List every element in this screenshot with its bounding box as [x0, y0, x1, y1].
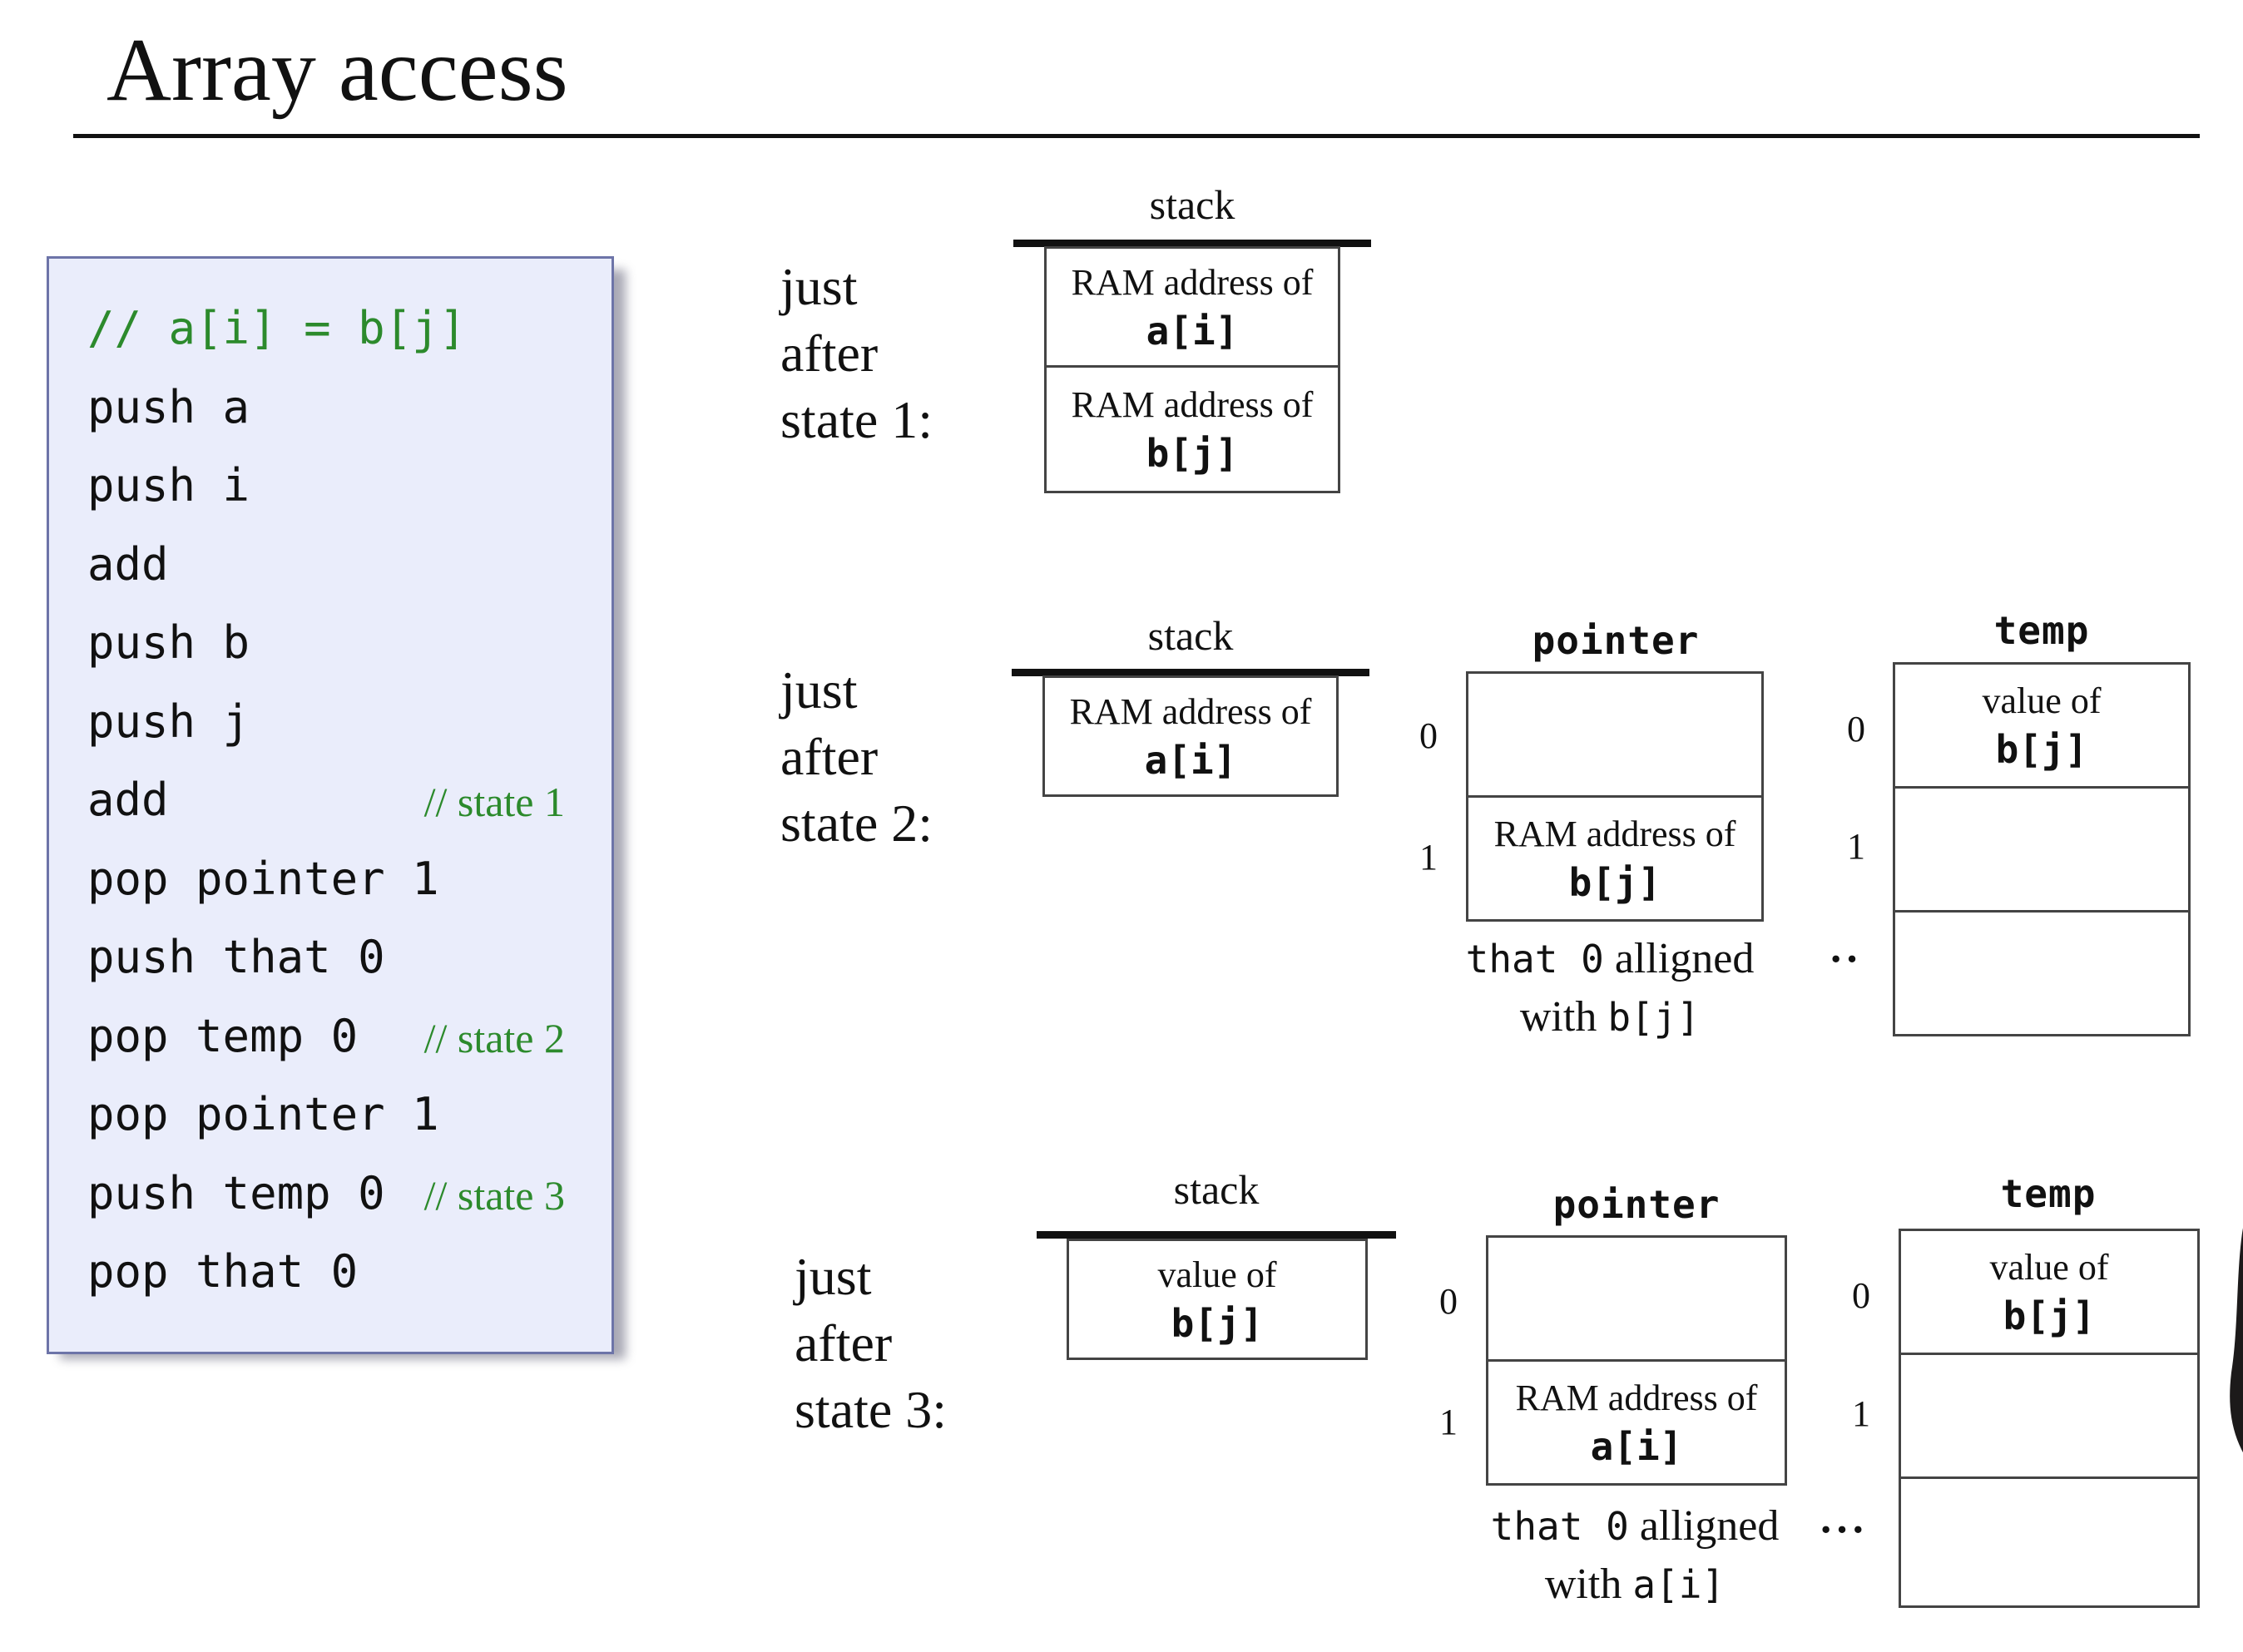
state3-stack-cell-0: value of b[j]	[1067, 1239, 1368, 1360]
state1-stack-cell-0: RAM address of a[i]	[1044, 246, 1340, 368]
cell-value: b[j]	[1995, 727, 2088, 772]
code-line: pop temp 0	[87, 1009, 359, 1062]
state3-temp-ellipsis: ···	[1819, 1506, 1868, 1554]
state2-pointer-cell-1: RAM address of b[j]	[1466, 795, 1764, 922]
state3-temp-cell-1	[1899, 1353, 2200, 1479]
state2-pointer-index-0: 0	[1419, 715, 1438, 756]
state3-stack-title: stack	[1173, 1166, 1260, 1213]
cell-value: a[i]	[1146, 309, 1239, 354]
state2-stack-top-bar	[1012, 669, 1369, 676]
cell-label: RAM address of	[1069, 691, 1312, 732]
cell-value: a[i]	[1144, 738, 1237, 783]
state3-label-line2: after	[795, 1313, 893, 1373]
state2-label-line3: state 2:	[780, 794, 933, 853]
caption-code: that 0	[1465, 937, 1604, 982]
caption-text: with	[1519, 993, 1608, 1041]
state2-label-line2: after	[780, 727, 879, 786]
cell-label: RAM address of	[1071, 262, 1314, 303]
cell-label: RAM address of	[1515, 1377, 1758, 1418]
state3-stack-top-bar	[1037, 1231, 1396, 1239]
state2-pointer-caption-line2: with b[j]	[1414, 988, 1805, 1046]
state1-label-line1: just	[780, 257, 858, 316]
state-annotation-comment: // state 1	[423, 779, 565, 825]
code-line: push i	[87, 459, 250, 512]
caption-text: alligned	[1628, 1502, 1780, 1550]
cell-label: RAM address of	[1071, 384, 1314, 425]
state3-temp-cell-0: value of b[j]	[1899, 1229, 2200, 1355]
state-annotation-comment: // state 3	[423, 1171, 565, 1219]
cell-value: b[j]	[1568, 860, 1661, 905]
title-divider	[73, 134, 2200, 138]
code-comment-line: // a[i] = b[j]	[87, 302, 467, 354]
state2-temp-cell-0: value of b[j]	[1893, 662, 2191, 789]
caption-code: a[i]	[1632, 1562, 1726, 1607]
state2-pointer-caption-line1: that 0 alligned	[1414, 930, 1805, 988]
caption-text: with	[1544, 1560, 1633, 1608]
state3-temp-index-1: 1	[1852, 1393, 1870, 1434]
state2-temp-title: temp	[1993, 608, 2090, 653]
cell-value: a[i]	[1590, 1424, 1683, 1469]
state3-pointer-cell-1: RAM address of a[i]	[1486, 1359, 1787, 1486]
state2-temp-ellipsis: ··	[1829, 936, 1861, 983]
cell-label: value of	[1989, 1247, 2109, 1288]
code-line: push temp 0	[87, 1166, 385, 1219]
state1-label-line3: state 1:	[780, 390, 933, 449]
caption-text: alligned	[1603, 935, 1755, 982]
state1-label-line2: after	[780, 324, 879, 383]
state2-temp-cell-2	[1893, 910, 2191, 1036]
state2-pointer-cell-0	[1466, 671, 1764, 798]
state3-pointer-caption-line2: with a[i]	[1439, 1556, 1830, 1614]
code-line: add	[87, 774, 169, 826]
code-line: push b	[87, 616, 250, 669]
cell-label: value of	[1157, 1254, 1277, 1295]
code-line: push that 0	[87, 931, 385, 983]
code-line: push a	[87, 380, 250, 433]
cell-label: value of	[1982, 680, 2102, 721]
state2-pointer-index-1: 1	[1419, 837, 1438, 878]
state3-temp-title: temp	[2000, 1171, 2097, 1216]
cell-value: b[j]	[1146, 431, 1239, 476]
cell-value: b[j]	[1171, 1301, 1264, 1346]
state2-stack-cell-0: RAM address of a[i]	[1042, 675, 1339, 797]
code-panel: // a[i] = b[j] push a push i add push b push …	[47, 256, 614, 1354]
state3-pointer-index-0: 0	[1439, 1281, 1458, 1322]
state3-label-line1: just	[795, 1247, 872, 1306]
cell-value: b[j]	[2003, 1293, 2096, 1338]
state3-pointer-caption-line1: that 0 alligned	[1439, 1497, 1830, 1556]
code-line: pop pointer 1	[87, 1088, 439, 1140]
state2-temp-index-1: 1	[1847, 826, 1865, 867]
state2-temp-cell-1	[1893, 786, 2191, 913]
state1-stack-top-bar	[1013, 240, 1371, 247]
state2-stack-title: stack	[1147, 612, 1234, 659]
code-line: add	[87, 537, 169, 591]
state-annotation-comment: // state 2	[423, 1014, 565, 1061]
state3-temp-index-0: 0	[1852, 1275, 1870, 1316]
state3-pointer-title: pointer	[1552, 1182, 1721, 1227]
code-line: push j	[87, 695, 250, 748]
state1-stack-title: stack	[1149, 181, 1235, 228]
state3-label-line3: state 3:	[795, 1380, 948, 1439]
state2-temp-index-0: 0	[1847, 709, 1865, 749]
code-line: pop pointer 1	[87, 852, 439, 905]
presenter-image	[2230, 1228, 2243, 1452]
state2-pointer-title: pointer	[1532, 618, 1700, 663]
state2-label-line1: just	[780, 660, 858, 720]
state1-stack-cell-1: RAM address of b[j]	[1044, 365, 1340, 493]
caption-code: that 0	[1490, 1504, 1629, 1549]
slide-title: Array access	[106, 21, 568, 120]
state3-temp-cell-2	[1899, 1476, 2200, 1608]
state3-pointer-cell-0	[1486, 1235, 1787, 1362]
state3-pointer-index-1: 1	[1439, 1402, 1458, 1442]
cell-label: RAM address of	[1493, 814, 1736, 854]
code-line: pop that 0	[87, 1245, 359, 1298]
caption-code: b[j]	[1607, 995, 1701, 1040]
